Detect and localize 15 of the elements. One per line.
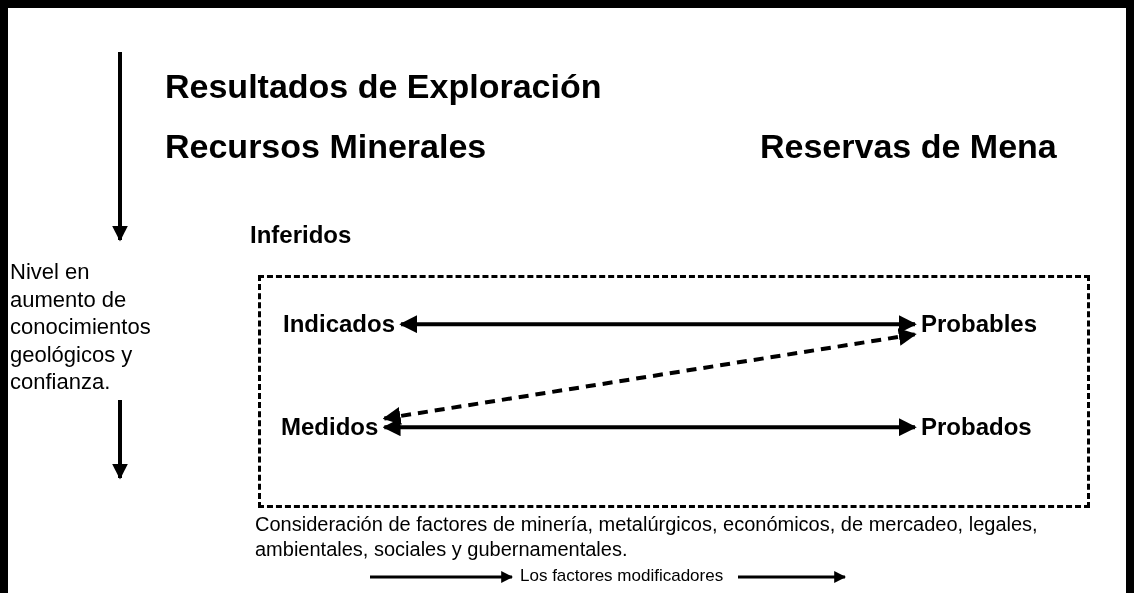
category-heading: Reservas de Mena	[760, 128, 1057, 166]
axis-label: Nivel en aumento de conocimientos geológicos y confianza.	[10, 258, 152, 396]
heading-text: Resultados de Exploración	[165, 68, 602, 106]
arrow	[382, 418, 917, 437]
arrow	[399, 315, 917, 334]
axis-label: Los factores modificadores	[520, 565, 724, 587]
category-label: Indicados	[283, 311, 396, 338]
note-text: Consideración de factores de minería, metalúrgicos, económicos, de mercadeo, legales, ambientales, sociales y gubernamentales.	[255, 512, 1039, 562]
category-label: Probables	[921, 311, 1038, 338]
category-heading: Recursos Minerales	[165, 128, 487, 166]
category-label: Medidos	[281, 414, 379, 441]
dashed-box	[258, 275, 1090, 508]
category-label: Probados	[921, 414, 1032, 441]
category-label: Inferidos	[250, 222, 352, 249]
dashed-arrow	[382, 328, 917, 425]
